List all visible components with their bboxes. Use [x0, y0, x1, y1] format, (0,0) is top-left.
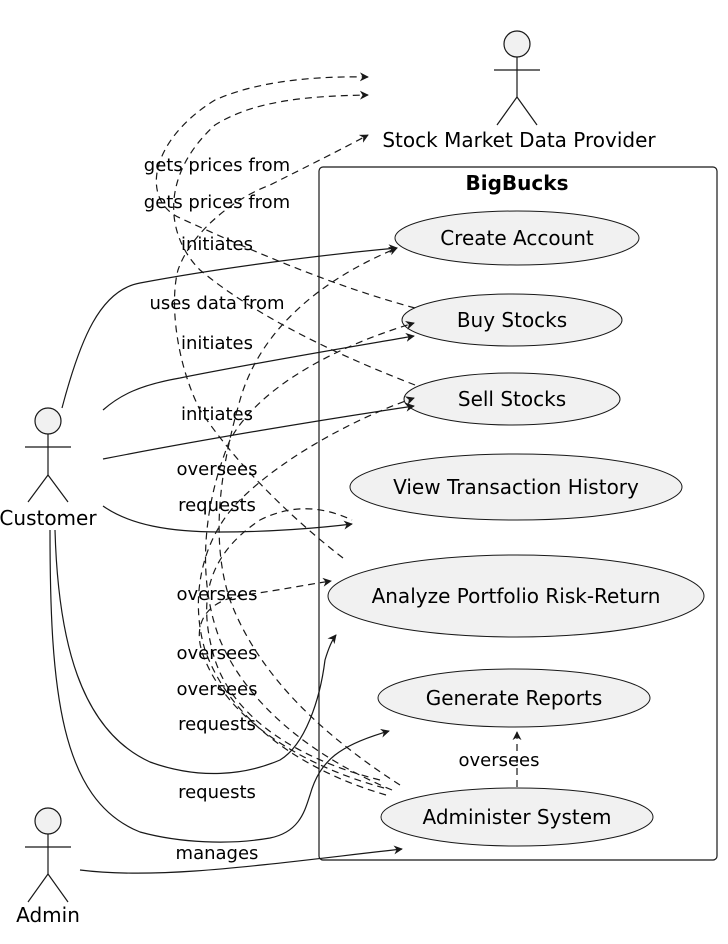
- use-case-administer-system[interactable]: Administer System: [380, 787, 654, 847]
- label-requests-1: requests: [178, 495, 256, 516]
- edge-customer-analyze-portfolio: [54, 529, 337, 775]
- edge-admin-to-sell-stocks: [197, 396, 415, 796]
- edge-admin-to-create-account: [218, 246, 401, 786]
- edge-admin-to-buy-stocks: [204, 320, 415, 791]
- use-case-analyze-portfolio[interactable]: Analyze Portfolio Risk-Return: [327, 554, 705, 638]
- label-gets-prices-2: gets prices from: [144, 192, 290, 213]
- label-oversees-5: oversees: [458, 750, 539, 771]
- edge-customer-create-account: [61, 244, 398, 409]
- label-initiates-buy: initiates: [181, 333, 253, 354]
- use-case-view-transaction-history[interactable]: View Transaction History: [349, 453, 683, 521]
- label-initiates-sell: initiates: [181, 404, 253, 425]
- label-initiates-create: initiates: [181, 234, 253, 255]
- use-case-create-account[interactable]: Create Account: [394, 210, 640, 266]
- label-oversees-4: oversees: [176, 679, 257, 700]
- actor-admin[interactable]: Admin: [16, 807, 80, 927]
- label-requests-2: requests: [178, 714, 256, 735]
- use-case-label: View Transaction History: [393, 475, 639, 499]
- edge-admin-administer-system: [79, 845, 403, 874]
- use-case-sell-stocks[interactable]: Sell Stocks: [403, 372, 621, 426]
- edge-customer-generate-reports: [49, 529, 390, 843]
- use-case-label: Analyze Portfolio Risk-Return: [372, 584, 661, 608]
- label-manages: manages: [176, 843, 259, 864]
- edge-admin-to-analyze-portfolio: [198, 577, 385, 789]
- label-oversees-3: oversees: [176, 643, 257, 664]
- actor-customer[interactable]: Customer: [0, 407, 97, 530]
- use-case-label: Create Account: [440, 226, 594, 250]
- use-case-label: Buy Stocks: [457, 308, 567, 332]
- use-case-label: Administer System: [422, 805, 611, 829]
- actor-stock-market-data-provider[interactable]: Stock Market Data Provider: [382, 30, 656, 152]
- edge-customer-buy-stocks: [102, 332, 415, 411]
- edge-customer-view-history: [102, 505, 353, 533]
- actor-label: Stock Market Data Provider: [382, 128, 656, 152]
- label-requests-3: requests: [178, 782, 256, 803]
- use-case-label: Generate Reports: [426, 686, 602, 710]
- edge-analyze-to-provider: [173, 134, 369, 559]
- actor-label: Admin: [16, 903, 80, 927]
- label-uses-data: uses data from: [149, 293, 284, 314]
- use-case-generate-reports[interactable]: Generate Reports: [377, 668, 651, 728]
- system-title: BigBucks: [466, 171, 569, 195]
- edge-admin-to-view-history: [206, 508, 381, 781]
- label-oversees-1: oversees: [176, 459, 257, 480]
- use-case-buy-stocks[interactable]: Buy Stocks: [401, 293, 623, 347]
- use-case-label: Sell Stocks: [458, 387, 566, 411]
- edge-buy-to-provider: [155, 72, 416, 309]
- actor-label: Customer: [0, 506, 97, 530]
- edge-customer-sell-stocks: [102, 402, 415, 460]
- label-oversees-2: oversees: [176, 584, 257, 605]
- label-gets-prices-1: gets prices from: [144, 155, 290, 176]
- edge-sell-to-provider: [173, 90, 416, 386]
